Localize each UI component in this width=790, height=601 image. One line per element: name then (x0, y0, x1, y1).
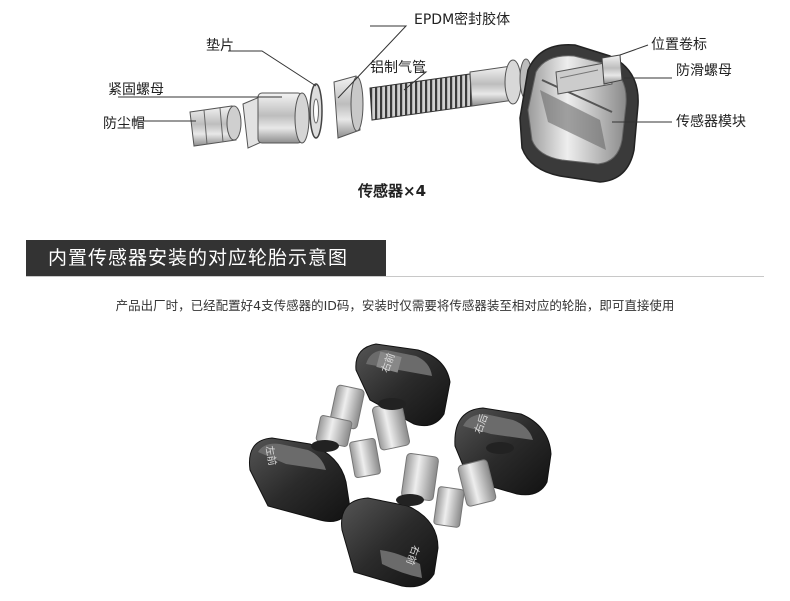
section-title: 内置传感器安装的对应轮胎示意图 (26, 240, 386, 276)
sensor-count-caption: 传感器×4 (358, 182, 427, 200)
section-divider (26, 276, 764, 277)
lock-nut-part (242, 92, 310, 149)
label-epdm-seal: EPDM密封胶体 (414, 12, 511, 28)
label-dust-cap: 防尘帽 (103, 116, 145, 132)
sensor-tag-3: 左前 (262, 445, 278, 467)
label-sensor-module: 传感器模块 (676, 114, 746, 130)
label-gasket: 垫片 (206, 38, 234, 54)
sensor-photo (248, 343, 552, 588)
install-description: 产品出厂时，已经配置好4支传感器的ID码，安装时仅需要将传感器装至相对应的轮胎，… (115, 298, 675, 313)
gasket-part (309, 83, 323, 139)
label-position-roll: 位置卷标 (651, 37, 707, 53)
label-lock-nut: 紧固螺母 (108, 82, 164, 98)
epdm-seal-part (333, 75, 364, 139)
label-aluminum-valve: 铝制气管 (370, 60, 426, 76)
label-anti-slip-nut: 防滑螺母 (676, 63, 732, 79)
leader-lines (118, 25, 672, 123)
sensor-module-part (519, 43, 639, 183)
dust-cap-part (189, 105, 242, 147)
